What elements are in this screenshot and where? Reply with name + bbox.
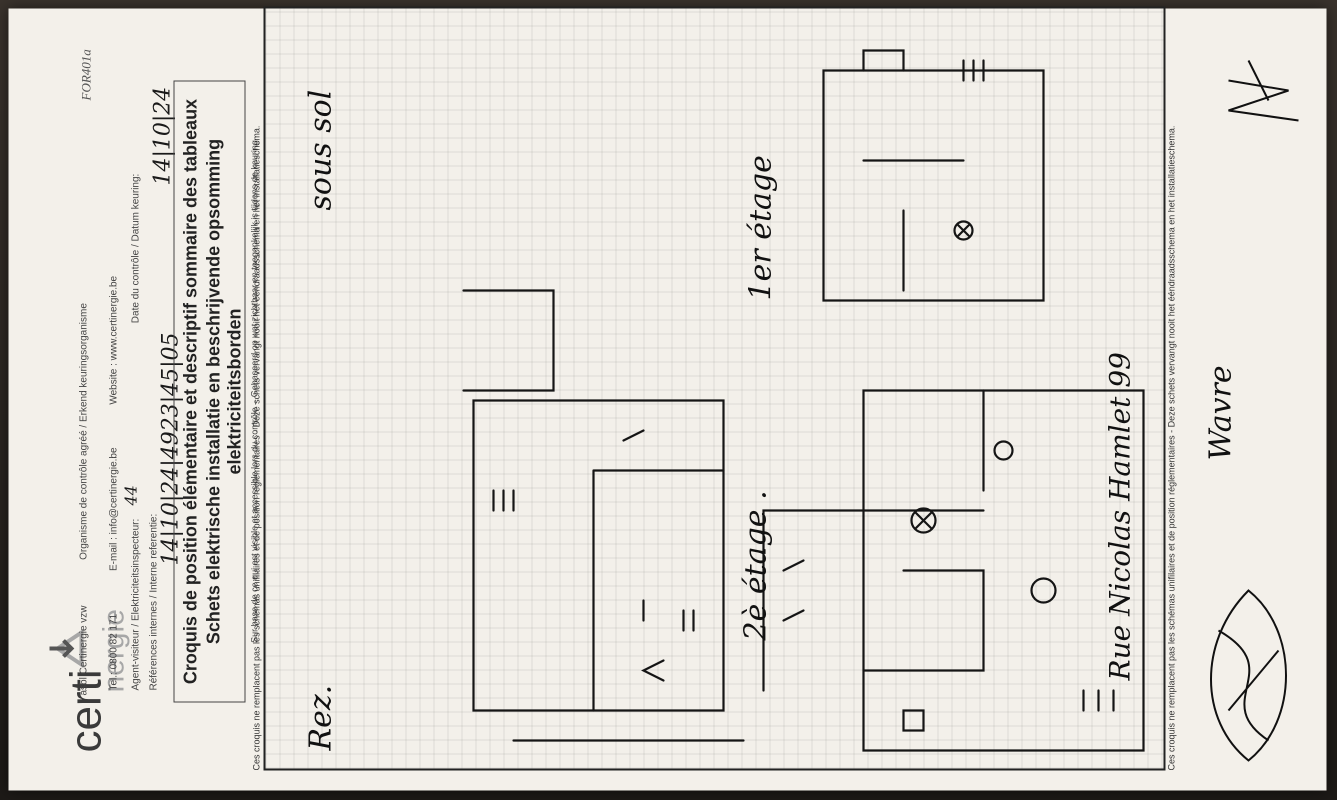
agent-label: Agent-visiteur / Elektriciteitsinspecteu… — [130, 518, 141, 690]
paper: certi nergie asbl Certinergie vzw Organi… — [8, 6, 1326, 790]
title-french: Croquis de position élémentaire et descr… — [180, 98, 200, 684]
phone: Tel.: 0800 82 171 — [108, 613, 119, 690]
title-dutch: Schets elektrische installatie en beschr… — [203, 138, 244, 644]
floor-plan-sketch: Rez. sous sol 1er étage 2è étage . Rue N… — [263, 10, 1161, 770]
ref-label: Références internes / Interne referentie… — [148, 513, 159, 690]
contact-line: Tel.: 0800 82 171 E-mail : info@certiner… — [108, 235, 119, 690]
label-address-street: Rue Nicolas Hamlet 99 — [1103, 351, 1136, 680]
signature-right — [1227, 59, 1299, 121]
label-sous-sol: sous sol — [303, 89, 338, 210]
label-address-city: Wavre — [1203, 364, 1238, 460]
label-rez: Rez. — [303, 684, 338, 750]
handwritten-agent: 44 — [121, 484, 140, 505]
plan-2e-etage — [511, 508, 985, 742]
reference-line: Références internes / Interne referentie… — [148, 513, 159, 690]
label-1er-etage: 1er étage — [743, 154, 778, 300]
title-box: Croquis de position élémentaire et descr… — [173, 80, 259, 702]
plan-sous-sol — [821, 48, 1045, 302]
certinergie-logo: certi nergie — [43, 552, 133, 752]
org-type: Organisme de contrôle agréé / Erkend keu… — [78, 302, 89, 560]
date-label: Date du contrôle / Datum keuring: — [130, 173, 141, 323]
plan-1er-etage — [861, 388, 1145, 752]
website: Website : www.certinergie.be — [108, 275, 119, 405]
plan-rez — [461, 288, 725, 712]
agent-line: Agent-visiteur / Elektriciteitsinspecteu… — [130, 173, 141, 690]
form-code: FOR401a — [78, 48, 93, 100]
house-logo-icon — [49, 628, 83, 668]
label-2e-etage: 2è étage . — [738, 489, 773, 640]
signature-left — [1209, 588, 1287, 762]
org-name: asbl Certinergie vzw — [78, 604, 89, 695]
email: E-mail : info@certinergie.be — [108, 446, 119, 571]
disclaimer-bottom: Ces croquis ne remplacent pas les schéma… — [1166, 125, 1176, 770]
handwritten-date: 14|10|24 — [150, 86, 175, 185]
disclaimer-top: Ces croquis ne remplacent pas les schéma… — [251, 125, 261, 770]
organisation-line: asbl Certinergie vzw Organisme de contrô… — [78, 303, 89, 695]
